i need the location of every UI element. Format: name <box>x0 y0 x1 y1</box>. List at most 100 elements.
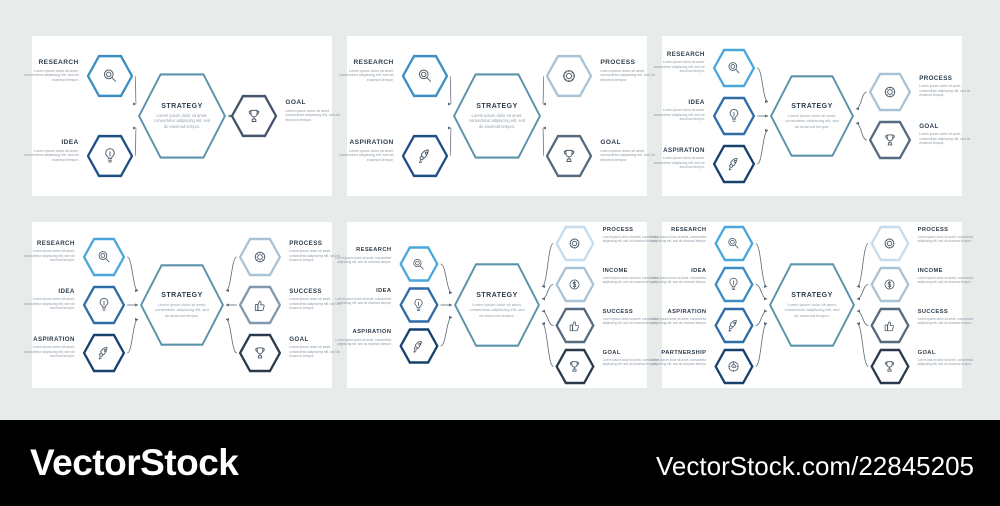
center-title: STRATEGY <box>476 292 518 299</box>
hex-node-inner <box>716 310 751 341</box>
hex-node-process[interactable] <box>555 225 595 262</box>
node-description: Lorem ipsum dolor sit amet, consectetur … <box>24 68 79 83</box>
hex-node-income[interactable] <box>555 266 595 303</box>
hex-node-research[interactable] <box>399 246 439 282</box>
node-title: RESEARCH <box>666 51 705 58</box>
hex-node-goal[interactable] <box>230 94 278 138</box>
hex-node-inner <box>401 330 436 362</box>
watermark-footer: VectorStock VectorStock.com/22845205 <box>0 420 1000 506</box>
hex-node-inner <box>871 75 909 109</box>
hex-node-inner <box>872 269 907 300</box>
node-description: Lorem ipsum dolor sit amet, consectetur … <box>653 108 705 122</box>
node-title: PROCESS <box>919 75 953 82</box>
connector-arrow <box>856 309 869 326</box>
node-description: Lorem ipsum dolor sit amet, consectetur … <box>289 249 341 263</box>
hex-node-aspiration[interactable] <box>82 333 126 373</box>
hex-node-inner <box>715 51 753 85</box>
hex-node-inner <box>716 351 751 382</box>
node-description: Lorem ipsum dolor sit amet, consectetur … <box>650 358 707 367</box>
node-title: GOAL <box>285 99 306 106</box>
node-title: IDEA <box>58 288 75 295</box>
stock-url-label: VectorStock.com/22845205 <box>656 451 974 481</box>
rocket-icon <box>415 146 435 166</box>
hex-node-idea[interactable] <box>714 266 754 303</box>
hex-node-success[interactable] <box>555 307 595 344</box>
hex-node-success[interactable] <box>870 307 910 344</box>
hex-node-research[interactable] <box>712 48 756 88</box>
hex-node-aspiration[interactable] <box>712 144 756 184</box>
node-title: GOAL <box>602 349 621 356</box>
hex-node-goal[interactable] <box>545 134 593 178</box>
hex-node-process[interactable] <box>545 54 593 98</box>
hex-node-goal[interactable] <box>870 348 910 385</box>
infographic-card: RESEARCH Lorem ipsum dolor sit amet, cons… <box>654 36 970 196</box>
connector-arrow <box>856 284 869 301</box>
center-title: STRATEGY <box>161 102 203 110</box>
hex-node-idea[interactable] <box>82 285 126 325</box>
hex-node-idea[interactable] <box>86 134 134 178</box>
hex-node-aspiration[interactable] <box>401 134 449 178</box>
center-title: STRATEGY <box>476 102 518 110</box>
handshake-icon <box>725 358 742 375</box>
node-title: RESEARCH <box>38 59 79 66</box>
node-title: GOAL <box>289 336 309 343</box>
hex-node-process[interactable] <box>238 237 282 277</box>
hex-node-research[interactable] <box>86 54 134 98</box>
connector-arrow <box>132 75 137 106</box>
hex-node-inner <box>401 248 436 280</box>
node-title: RESEARCH <box>671 226 707 233</box>
connector-arrow <box>440 263 453 295</box>
node-label-block: RESEARCH Lorem ipsum dolor sit amet, cons… <box>649 51 705 74</box>
hex-node-inner <box>233 97 275 135</box>
connector-arrow <box>542 75 547 106</box>
hex-node-process[interactable] <box>868 72 912 112</box>
infographic-card: RESEARCH Lorem ipsum dolor sit amet, cons… <box>24 222 340 388</box>
node-description: Lorem ipsum dolor sit amet, consectetur … <box>653 60 705 74</box>
hex-node-partnership[interactable] <box>714 348 754 385</box>
hex-node-research[interactable] <box>401 54 449 98</box>
hex-node-research[interactable] <box>714 225 754 262</box>
connector-arrow <box>756 128 769 165</box>
hex-node-inner <box>241 240 279 274</box>
hex-node-process[interactable] <box>870 225 910 262</box>
connector-arrow <box>756 67 769 104</box>
node-description: Lorem ipsum dolor sit amet, consectetur … <box>602 235 659 244</box>
node-title: RESEARCH <box>36 240 75 247</box>
hex-node-income[interactable] <box>870 266 910 303</box>
hex-node-research[interactable] <box>82 237 126 277</box>
hex-node-goal[interactable] <box>238 333 282 373</box>
node-title: SUCCESS <box>917 308 949 315</box>
node-description: Lorem ipsum dolor sit amet, consectetur … <box>917 317 974 326</box>
hex-node-idea[interactable] <box>399 287 439 323</box>
connector-arrow <box>755 321 768 367</box>
hex-node-aspiration[interactable] <box>714 307 754 344</box>
node-description: Lorem ipsum dolor sit amet, consectetur … <box>919 84 971 98</box>
lightbulb-icon <box>410 297 427 314</box>
hex-node-goal[interactable] <box>868 120 912 160</box>
hex-node-inner <box>548 57 590 95</box>
hex-node-aspiration[interactable] <box>399 328 439 364</box>
node-description: Lorem ipsum dolor sit amet, consectetur … <box>653 156 705 170</box>
hex-node-goal[interactable] <box>555 348 595 385</box>
connector-arrow <box>447 126 452 157</box>
hex-node-success[interactable] <box>238 285 282 325</box>
hex-node-idea[interactable] <box>712 96 756 136</box>
